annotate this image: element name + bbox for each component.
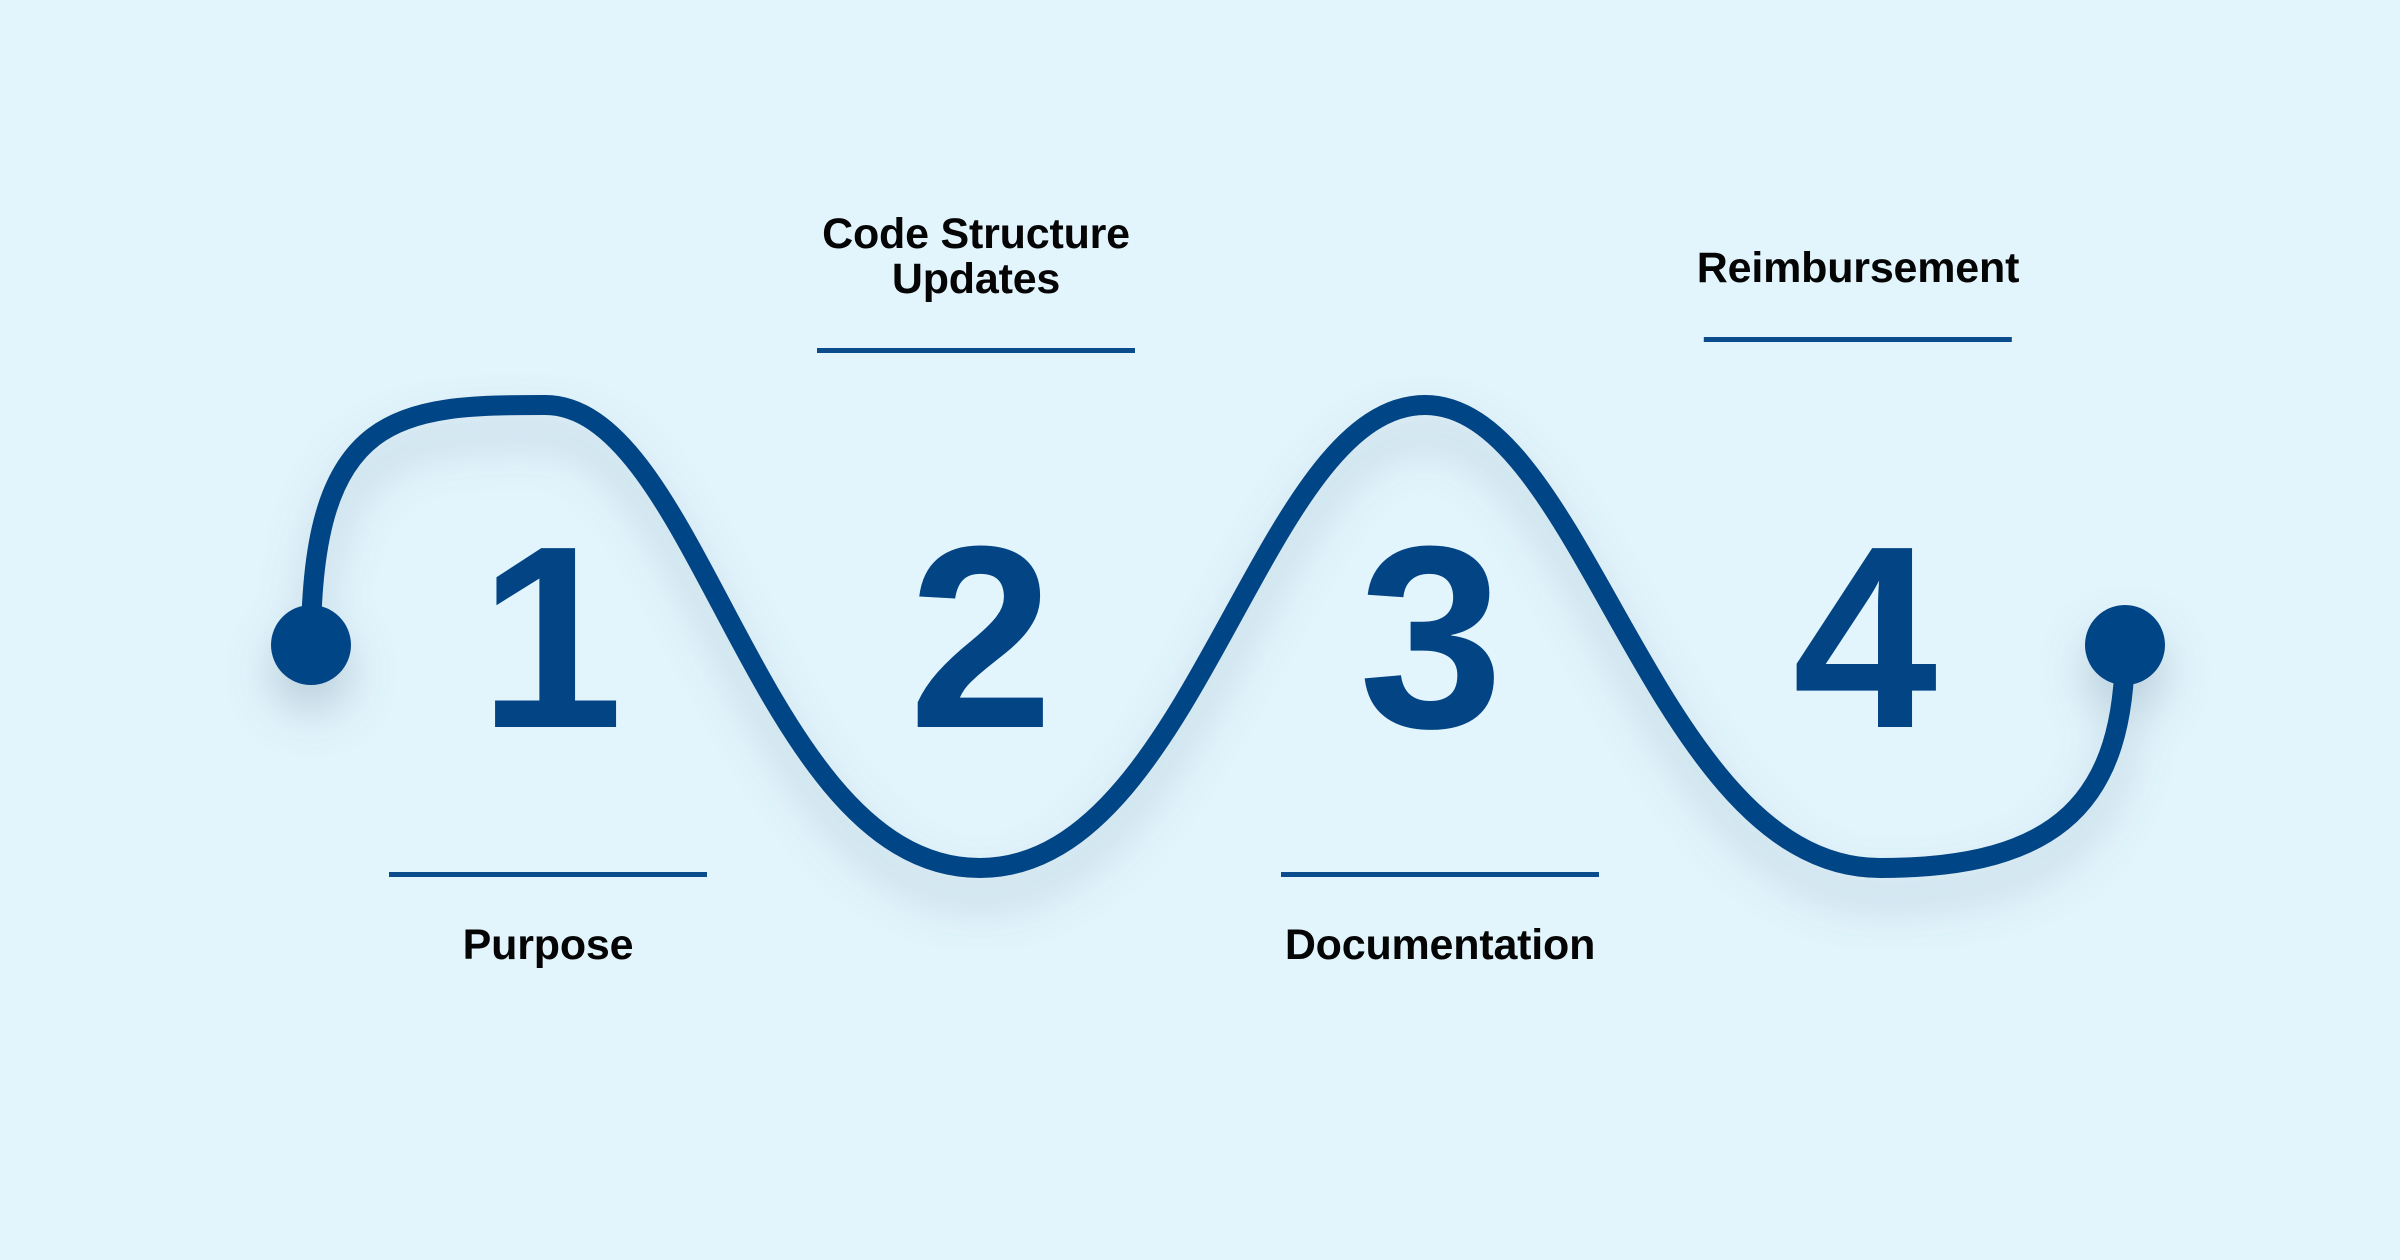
step-number-3: 3 — [1358, 493, 1504, 783]
step-label-line: Updates — [891, 255, 1061, 304]
wave-start-dot-icon — [271, 605, 351, 685]
step-rule-1 — [389, 872, 707, 877]
step-number-2: 2 — [908, 493, 1054, 783]
step-label-text-3: Documentation — [1281, 921, 1599, 969]
step-label-line: Reimbursement — [1696, 244, 2020, 292]
wave-end-dot-icon — [2085, 605, 2165, 685]
step-label-line: Code Structure — [822, 210, 1130, 258]
step-rule-4 — [1703, 337, 2012, 343]
step-label-1: Purpose — [389, 872, 707, 968]
step-rule-2 — [817, 348, 1135, 354]
wave-path — [301, 395, 2135, 878]
step-label-3: Documentation — [1281, 872, 1599, 968]
step-label-text-4: Reimbursement — [1696, 244, 2020, 292]
step-label-4: Reimbursement — [1696, 244, 2020, 343]
step-number-4: 4 — [1792, 493, 1938, 783]
wave-path-group — [271, 395, 2165, 878]
step-label-text-1: Purpose — [389, 921, 707, 969]
step-label-line: Purpose — [462, 921, 634, 969]
step-label-line: Documentation — [1284, 921, 1596, 969]
step-number-1: 1 — [478, 493, 624, 783]
step-rule-3 — [1281, 872, 1599, 877]
